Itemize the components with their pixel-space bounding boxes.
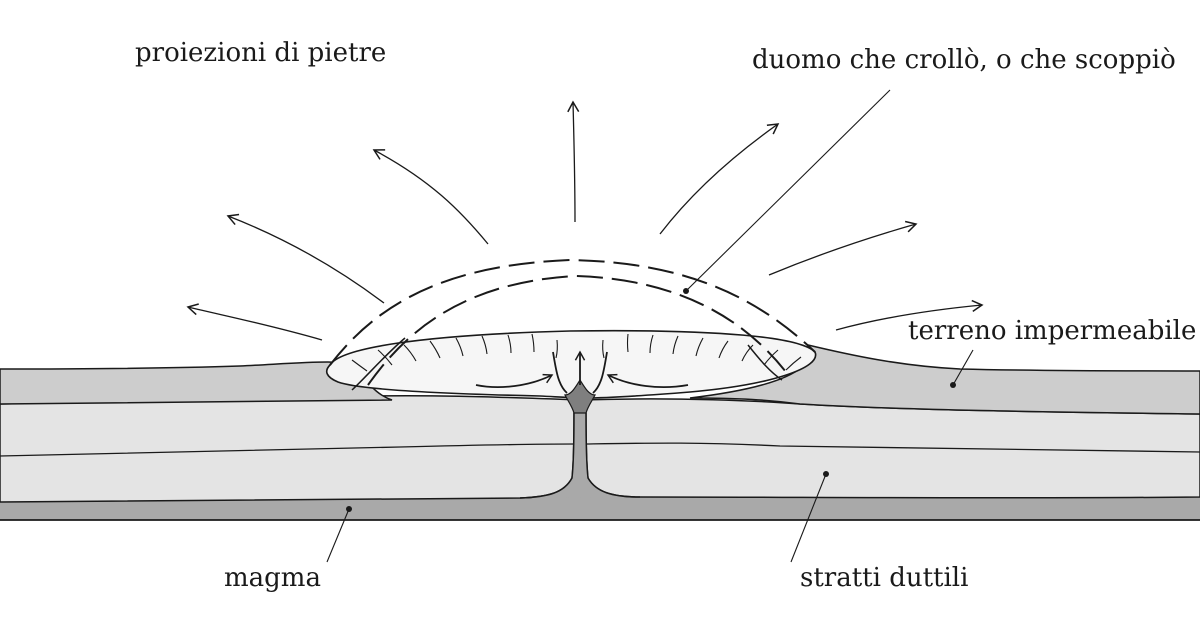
leader-magma [326,508,350,563]
leader-dot-terreno [950,382,956,388]
impermeable-layer-right [689,344,1200,415]
label-impermeable-ground: terreno impermeabile [908,316,1197,346]
projection-arrow-6 [768,220,918,276]
label-stone-projections: proiezioni di pietre [135,38,387,68]
leader-terreno [952,349,974,386]
projection-arrow-7 [835,299,984,331]
magma-chamber [325,329,817,399]
leader-dot-stratti [823,471,829,477]
ductile-internal-line [0,442,1200,457]
stone-projection-arrows [186,100,984,341]
magma-pocket [564,378,596,414]
dome-crack-right [747,344,783,381]
dome-dashed-outlines [329,258,816,386]
leader-stratti [790,473,827,563]
leader-dot-magma [346,506,352,512]
label-ductile-layers: stratti duttili [800,563,969,593]
projection-arrow-3 [372,149,489,245]
magma-conduit [520,400,640,498]
label-magma: magma [224,563,321,593]
chamber-flow-arrows [475,350,689,394]
leader-dome [685,89,891,292]
chamber-fractures [351,333,802,372]
dome-crack-left [351,337,406,391]
projection-arrow-4 [567,100,580,223]
projection-arrow-5 [659,123,780,235]
projection-arrow-1 [186,303,323,341]
label-dome: duomo che crollò, o che scoppiò [752,45,1176,75]
magma-conduit-outline [519,412,641,499]
leader-dots [346,288,956,512]
projection-arrow-2 [226,213,385,304]
label-leaders [326,89,974,563]
leader-dot-dome [683,288,689,294]
